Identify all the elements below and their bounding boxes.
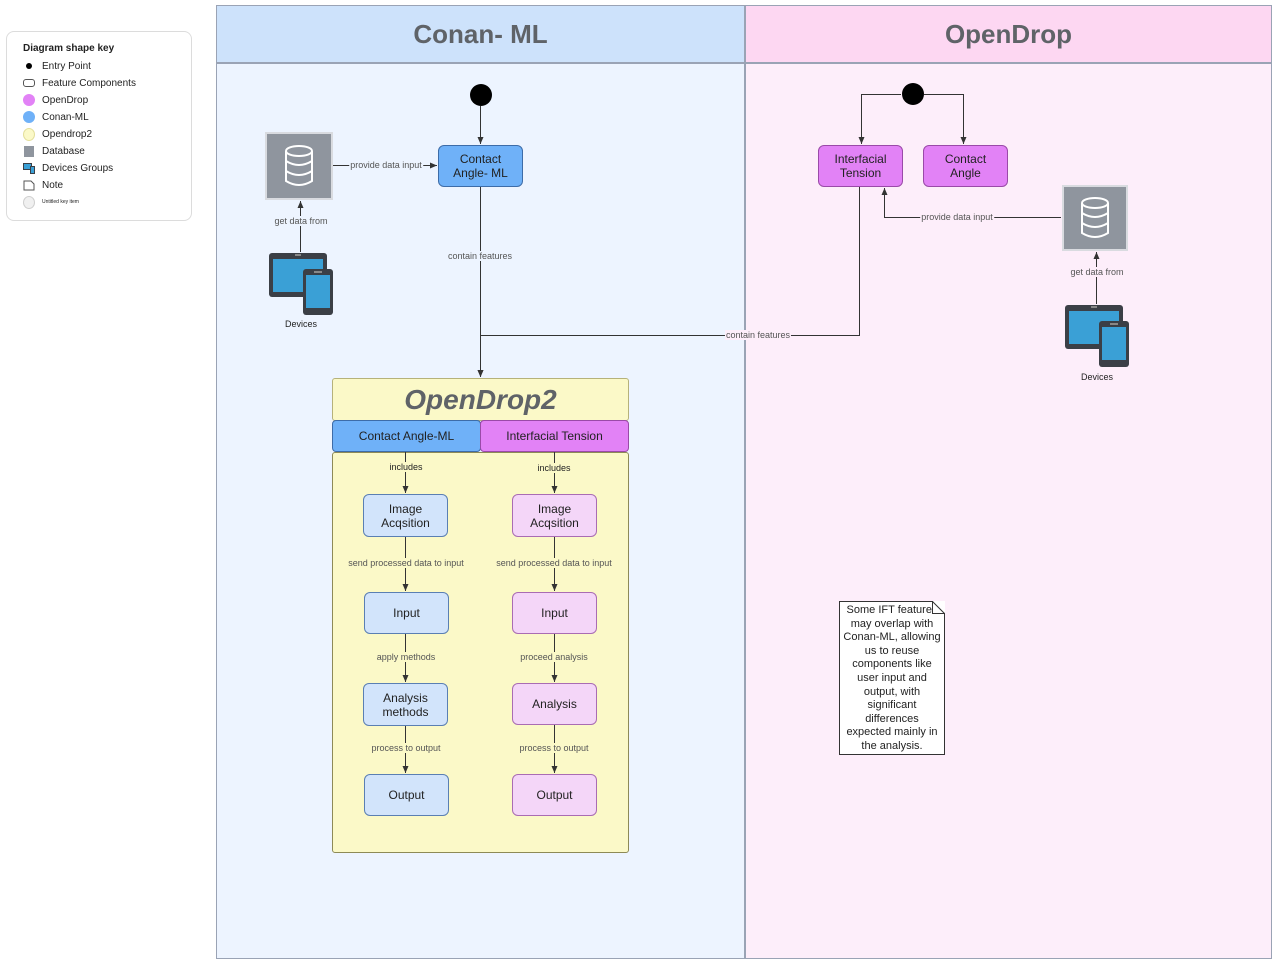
legend-item-devices-groups: Devices Groups xyxy=(23,161,113,175)
edge-label-proceed-analysis: proceed analysis xyxy=(519,652,589,662)
legend-title: Diagram shape key xyxy=(23,43,115,54)
devices-icon[interactable] xyxy=(268,252,334,316)
edge-label-contain-opendrop: contain features xyxy=(724,330,792,340)
database-icon[interactable] xyxy=(265,132,333,200)
tab-interfacial-tension: Interfacial Tension xyxy=(480,420,629,452)
rounded-rect-icon xyxy=(23,77,35,89)
diagram-shape-key: Diagram shape key Entry Point Feature Co… xyxy=(6,31,192,221)
edge-label-send-left: send processed data to input xyxy=(347,558,465,568)
edge-label-provide-data-opendrop: provide data input xyxy=(920,212,994,222)
edge-label-contain-conan: contain features xyxy=(446,251,514,261)
edge-label-includes-left: includes xyxy=(388,462,424,472)
legend-item-opendrop2: Opendrop2 xyxy=(23,127,92,141)
legend-item-entry-point: Entry Point xyxy=(23,59,91,73)
devices-label-opendrop: Devices xyxy=(1080,372,1114,382)
devices-icon[interactable] xyxy=(1064,304,1130,368)
edge-label-send-right: send processed data to input xyxy=(495,558,613,568)
note-text: Some IFT features may overlap with Conan… xyxy=(843,604,941,752)
legend-item-note: Note xyxy=(23,178,63,192)
edge-entry-ca xyxy=(924,94,967,144)
output-node-ca[interactable]: Output xyxy=(364,774,449,816)
image-acquisition-node-ca[interactable]: Image Acqsition xyxy=(363,494,448,537)
edge-label-includes-right: includes xyxy=(536,463,572,473)
analysis-methods-node-ca[interactable]: Analysis methods xyxy=(363,683,448,726)
opendrop2-title: OpenDrop2 xyxy=(404,383,557,415)
edge-entry-ift xyxy=(858,94,901,144)
database-icon xyxy=(23,145,35,157)
legend-item-conan-ml: Conan-ML xyxy=(23,110,89,124)
yellow-circle-icon xyxy=(23,127,35,141)
lane-body-opendrop xyxy=(745,63,1272,959)
entry-point-opendrop[interactable] xyxy=(902,83,924,105)
legend-item-database: Database xyxy=(23,144,85,158)
note-icon xyxy=(23,179,35,191)
edge-label-process-right: process to output xyxy=(518,743,590,753)
gray-circle-icon xyxy=(23,195,35,209)
entry-point-conan[interactable] xyxy=(470,84,492,106)
blue-circle-icon xyxy=(23,111,35,123)
contact-angle-node[interactable]: Contact Angle xyxy=(923,145,1008,187)
legend-item-untitled: Untitled key item xyxy=(23,195,79,209)
input-node-ift[interactable]: Input xyxy=(512,592,597,634)
edge-label-process-left: process to output xyxy=(370,743,442,753)
edge-label-get-data-opendrop: get data from xyxy=(1069,267,1125,277)
opendrop2-header: OpenDrop2 xyxy=(332,378,629,421)
edge-label-provide-data-conan: provide data input xyxy=(349,160,423,170)
legend-item-opendrop: OpenDrop xyxy=(23,93,88,107)
lane-header-opendrop: OpenDrop xyxy=(745,5,1272,63)
lane-title-opendrop: OpenDrop xyxy=(944,18,1073,49)
purple-circle-icon xyxy=(23,94,35,106)
lane-title-conan-ml: Conan- ML xyxy=(413,18,548,49)
image-acquisition-node-ift[interactable]: Image Acqsition xyxy=(512,494,597,537)
note[interactable]: Some IFT features may overlap with Conan… xyxy=(839,601,945,755)
analysis-node-ift[interactable]: Analysis xyxy=(512,683,597,725)
note-corner-icon xyxy=(932,601,945,614)
database-icon[interactable] xyxy=(1062,185,1128,251)
legend-item-feature-components: Feature Components xyxy=(23,76,136,90)
output-node-ift[interactable]: Output xyxy=(512,774,597,816)
lane-header-conan-ml: Conan- ML xyxy=(216,5,745,63)
entry-point-dot-icon xyxy=(23,60,35,72)
devices-icon xyxy=(23,162,35,174)
tab-contact-angle-ml: Contact Angle-ML xyxy=(332,420,481,452)
edge-contain-opendrop xyxy=(477,187,860,377)
devices-label-conan: Devices xyxy=(284,319,318,329)
interfacial-tension-node[interactable]: Interfacial Tension xyxy=(818,145,903,187)
edge-label-get-data-conan: get data from xyxy=(273,216,329,226)
edge-provide-data-opendrop xyxy=(881,188,1061,218)
edge-label-apply-methods: apply methods xyxy=(375,652,437,662)
contact-angle-ml-node[interactable]: Contact Angle- ML xyxy=(438,145,523,187)
input-node-ca[interactable]: Input xyxy=(364,592,449,634)
